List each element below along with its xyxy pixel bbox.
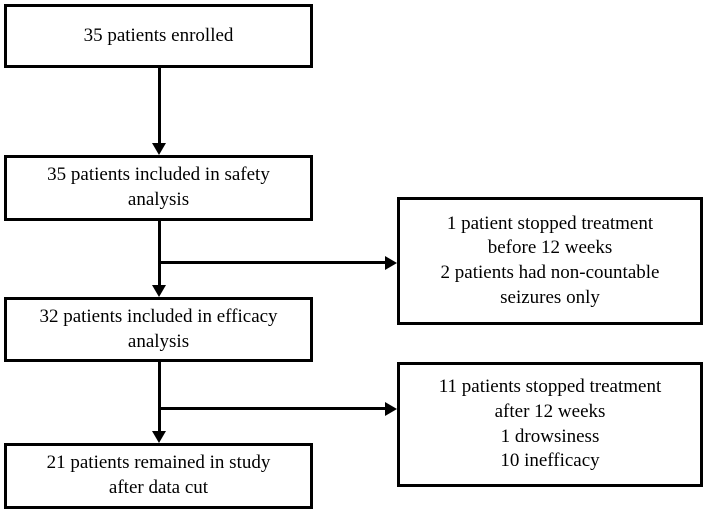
node-excluded-before-line-4: seizures only xyxy=(500,286,600,308)
node-enrolled-line-1: 35 patients enrolled xyxy=(83,24,234,46)
node-efficacy-line-2: analysis xyxy=(127,330,190,352)
node-efficacy-analysis: 32 patients included in efficacy analysi… xyxy=(4,297,313,362)
node-excluded-after-text: 11 patients stopped treatment after 12 w… xyxy=(406,375,694,474)
node-safety-analysis: 35 patients included in safety analysis xyxy=(4,155,313,221)
node-safety-line-2: analysis xyxy=(127,189,190,210)
node-remained-in-study: 21 patients remained in study after data… xyxy=(4,443,313,509)
node-remained-line-2: after data cut xyxy=(108,477,209,498)
node-excluded-before-line-2: before 12 weeks xyxy=(487,237,613,259)
arrowhead-safety-to-efficacy-icon xyxy=(152,285,166,297)
arrowhead-efficacy-to-remained-icon xyxy=(152,431,166,443)
node-safety-text: 35 patients included in safety analysis xyxy=(13,163,304,212)
node-safety-line-1: 35 patients included in safety xyxy=(47,164,270,186)
connector-branch-to-excluded-after xyxy=(158,407,385,410)
node-excluded-after-line-4: 10 inefficacy xyxy=(500,450,600,472)
connector-efficacy-to-remained xyxy=(158,362,161,431)
node-excluded-before-line-1: 1 patient stopped treatment xyxy=(446,212,654,234)
connector-safety-to-efficacy xyxy=(158,221,161,285)
node-enrolled-text: 35 patients enrolled xyxy=(13,24,304,49)
node-remained-text: 21 patients remained in study after data… xyxy=(13,451,304,500)
node-excluded-before-12-weeks: 1 patient stopped treatment before 12 we… xyxy=(397,197,703,325)
node-remained-line-1: 21 patients remained in study xyxy=(46,452,271,474)
arrowhead-enrolled-to-safety-icon xyxy=(152,143,166,155)
node-excluded-before-text: 1 patient stopped treatment before 12 we… xyxy=(406,212,694,311)
connector-enrolled-to-safety xyxy=(158,68,161,143)
node-excluded-before-line-3: 2 patients had non-countable xyxy=(440,262,660,283)
node-patients-enrolled: 35 patients enrolled xyxy=(4,4,313,68)
node-excluded-after-line-2: after 12 weeks xyxy=(494,400,606,422)
node-efficacy-text: 32 patients included in efficacy analysi… xyxy=(13,305,304,354)
node-excluded-after-line-1: 11 patients stopped treatment xyxy=(438,376,662,398)
node-efficacy-line-1: 32 patients included in efficacy xyxy=(39,305,278,327)
arrowhead-branch-to-excluded-before-icon xyxy=(385,256,397,270)
node-excluded-after-12-weeks: 11 patients stopped treatment after 12 w… xyxy=(397,362,703,487)
arrowhead-branch-to-excluded-after-icon xyxy=(385,402,397,416)
connector-branch-to-excluded-before xyxy=(158,261,385,264)
node-excluded-after-line-3: 1 drowsiness xyxy=(500,425,600,447)
